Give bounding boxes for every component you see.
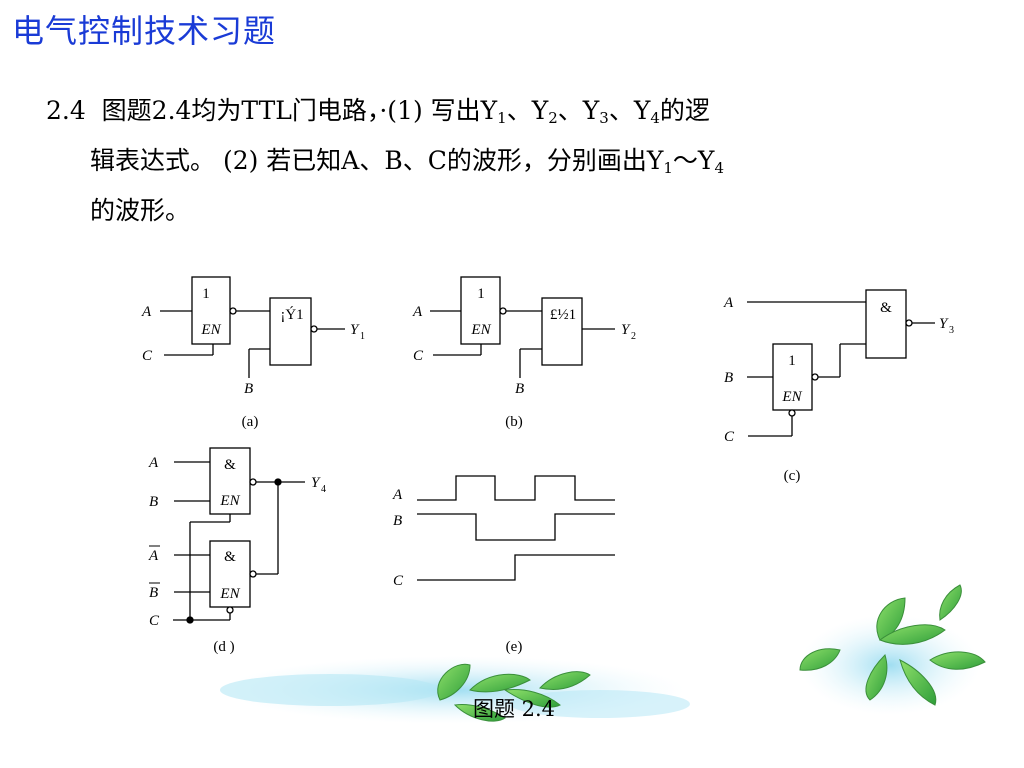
problem-number: 2.4 xyxy=(46,96,86,125)
output-y3-sub: 3 xyxy=(949,325,954,336)
problem-line-3: 的波形。 xyxy=(90,196,191,225)
circuit-d xyxy=(173,447,305,624)
gate-c-symbol: & xyxy=(880,300,892,316)
subscript: 2 xyxy=(548,109,558,127)
gate-d1-symbol: & xyxy=(224,457,236,473)
circuit-c xyxy=(747,289,935,437)
output-y2-label: Y xyxy=(621,322,631,338)
waveform-b xyxy=(417,513,615,541)
problem-line-2: 辑表达式。 (2) 若已知A、B、C的波形，分别画出Y1～Y4 xyxy=(46,136,966,186)
caption-e: (e) xyxy=(506,639,523,655)
input-c-label: C xyxy=(413,348,424,364)
gate-b-symbol: £½1 xyxy=(550,307,576,323)
subscript: 1 xyxy=(497,109,507,127)
problem-text-segment: 图题2.4均为TTL门电路，·(1) 写出Y xyxy=(101,96,498,125)
problem-text-segment: 、Y xyxy=(557,96,600,125)
waveforms-e xyxy=(417,475,615,581)
input-abar-label: A xyxy=(148,548,159,564)
input-a-label: A xyxy=(723,295,734,311)
output-y1-sub: 1 xyxy=(360,331,365,342)
enable-b-label: EN xyxy=(470,322,491,338)
input-c-label: C xyxy=(142,348,153,364)
caption-d: (d ) xyxy=(213,639,234,655)
caption-c: (c) xyxy=(784,468,801,484)
input-b-label: B xyxy=(149,494,158,510)
page-title: 电气控制技术习题 xyxy=(12,12,277,50)
enable-d2-label: EN xyxy=(219,586,240,602)
caption-a: (a) xyxy=(242,414,259,430)
circuit-labels: 1 EN ¡Ý1 A C B Y 1 (a) 1 EN £½1 A C B Y … xyxy=(141,286,954,655)
waveform-c xyxy=(417,554,615,581)
gate-a-symbol: ¡Ý1 xyxy=(280,306,303,323)
output-y4-sub: 4 xyxy=(321,484,326,495)
circuit-a xyxy=(160,276,345,378)
wave-b-label: B xyxy=(393,513,402,529)
input-c-label: C xyxy=(149,613,160,629)
subscript: 4 xyxy=(650,109,660,127)
input-b-label: B xyxy=(515,381,524,397)
decorative-leaves xyxy=(220,584,986,724)
problem-text: 2.4 图题2.4均为TTL门电路，·(1) 写出Y1、Y2、Y3、Y4的逻 辑… xyxy=(46,86,966,236)
circuit-diagrams xyxy=(160,276,935,624)
input-b-label: B xyxy=(724,370,733,386)
gate-d2-symbol: & xyxy=(224,549,236,565)
output-y1-label: Y xyxy=(350,322,360,338)
input-bbar-label: B xyxy=(149,585,158,601)
caption-b: (b) xyxy=(505,414,523,430)
problem-line-1: 2.4 图题2.4均为TTL门电路，·(1) 写出Y1、Y2、Y3、Y4的逻 xyxy=(46,86,966,136)
buffer-a-label: 1 xyxy=(202,286,210,302)
subscript: 1 xyxy=(663,159,673,177)
output-y2-sub: 2 xyxy=(631,331,636,342)
input-a-label: A xyxy=(141,304,152,320)
subscript: 3 xyxy=(599,109,609,127)
input-b-label: B xyxy=(244,381,253,397)
problem-text-segment: 、Y xyxy=(506,96,549,125)
input-c-label: C xyxy=(724,429,735,445)
waveform-a xyxy=(417,475,615,501)
output-y4-label: Y xyxy=(311,475,321,491)
input-a-label: A xyxy=(412,304,423,320)
problem-text-segment: 的逻 xyxy=(659,96,710,125)
output-y3-label: Y xyxy=(939,316,949,332)
problem-text-segment: 、Y xyxy=(608,96,651,125)
problem-text-segment: ～Y xyxy=(672,146,715,175)
wave-a-label: A xyxy=(392,487,403,503)
buffer-c-label: 1 xyxy=(788,353,796,369)
subscript: 4 xyxy=(714,159,724,177)
figure-caption: 图题 2.4 xyxy=(473,697,555,721)
circuit-b xyxy=(430,276,615,378)
enable-c-label: EN xyxy=(781,389,802,405)
enable-a-label: EN xyxy=(200,322,221,338)
wave-c-label: C xyxy=(393,573,404,589)
buffer-b-label: 1 xyxy=(477,286,485,302)
problem-text-segment: 辑表达式。 (2) 若已知A、B、C的波形，分别画出Y xyxy=(90,146,664,175)
enable-d1-label: EN xyxy=(219,493,240,509)
input-a-label: A xyxy=(148,455,159,471)
